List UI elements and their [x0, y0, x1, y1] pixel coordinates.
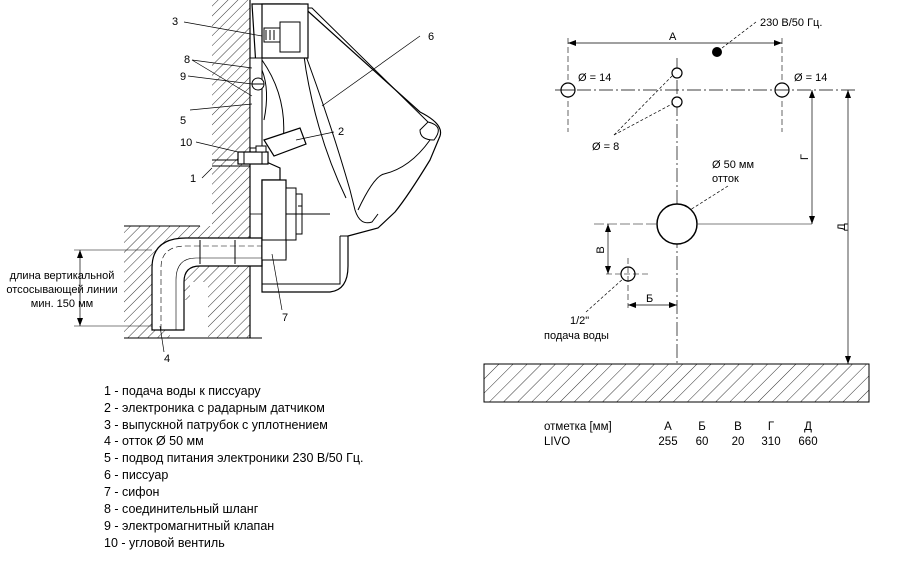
hole-8-lower — [671, 96, 683, 108]
hole-8-label: Ø = 8 — [592, 141, 619, 153]
hole-14-left-label: Ø = 14 — [578, 72, 611, 84]
legend-item-10: 10 - угловой вентиль — [104, 536, 225, 550]
callout-5: 5 — [180, 115, 186, 127]
water-label-2: подача воды — [544, 330, 609, 342]
legend-item-3: 3 - выпускной патрубок с уплотнением — [104, 418, 328, 432]
legend-item-6: 6 - писсуар — [104, 468, 168, 482]
min-line-label-1: длина вертикальной — [10, 270, 115, 282]
table-header-d: Д — [804, 421, 812, 433]
table-header-a: А — [664, 421, 672, 433]
dim-b-label: Б — [646, 293, 653, 305]
drain-hole — [656, 203, 698, 245]
section-view: 3 8 9 5 10 1 6 2 7 4 длина вертикальной … — [6, 0, 442, 365]
legend: 1 - подача воды к писсуару 2 - электрони… — [104, 384, 363, 550]
dim-g-label: Г — [799, 154, 811, 160]
power-point — [712, 47, 722, 57]
callout-3: 3 — [172, 16, 178, 28]
callout-7: 7 — [282, 312, 288, 324]
legend-item-2: 2 - электроника с радарным датчиком — [104, 401, 325, 415]
table-header-v: В — [734, 421, 742, 433]
drain-label-2: отток — [712, 173, 739, 185]
table-cell-b: 60 — [696, 436, 709, 448]
legend-item-9: 9 - электромагнитный клапан — [104, 519, 274, 533]
water-label-1: 1/2" — [570, 315, 589, 327]
min-line-label-3: мин. 150 мм — [31, 298, 93, 310]
wall-upper — [212, 0, 250, 226]
table-cell-a: 255 — [658, 436, 677, 448]
dim-a-label: А — [669, 31, 677, 43]
legend-item-5: 5 - подвод питания электроники 230 В/50 … — [104, 451, 363, 465]
floor — [483, 363, 870, 403]
callout-9: 9 — [180, 71, 186, 83]
callout-8: 8 — [184, 54, 190, 66]
hole-14-right-label: Ø = 14 — [794, 72, 827, 84]
table-row-model: LIVO — [544, 436, 570, 448]
min-line-label-2: отсосывающей линии — [6, 284, 117, 296]
callout-10: 10 — [180, 137, 192, 149]
callout-1: 1 — [190, 173, 196, 185]
callout-6: 6 — [428, 31, 434, 43]
plan-view: 230 В/50 Гц. А Ø = 14 Ø = 14 Ø = 8 Ø 50 … — [483, 17, 870, 403]
urinal-body — [251, 3, 442, 293]
drain-label-1: Ø 50 мм — [712, 159, 754, 171]
table-cell-g: 310 — [761, 436, 780, 448]
legend-item-4: 4 - отток Ø 50 мм — [104, 434, 204, 448]
table-header-g: Г — [768, 421, 775, 433]
table-header-mark: отметка [мм] — [544, 421, 612, 433]
dimension-table: отметка [мм] А Б В Г Д LIVO 255 60 20 31… — [544, 421, 818, 448]
callout-2: 2 — [338, 126, 344, 138]
table-cell-d: 660 — [798, 436, 817, 448]
table-header-b: Б — [698, 421, 706, 433]
hole-8-upper — [671, 67, 683, 79]
legend-item-7: 7 - сифон — [104, 485, 160, 499]
connecting-hose — [249, 57, 263, 149]
callout-4: 4 — [164, 353, 170, 365]
power-label: 230 В/50 Гц. — [760, 17, 822, 29]
legend-item-8: 8 - соединительный шланг — [104, 502, 259, 516]
angle-valve — [237, 151, 269, 165]
dim-v-label: В — [595, 246, 607, 253]
legend-item-1: 1 - подача воды к писсуару — [104, 384, 261, 398]
radar-electronics — [263, 127, 307, 157]
table-cell-v: 20 — [732, 436, 745, 448]
dim-d-label: Д — [836, 223, 848, 231]
